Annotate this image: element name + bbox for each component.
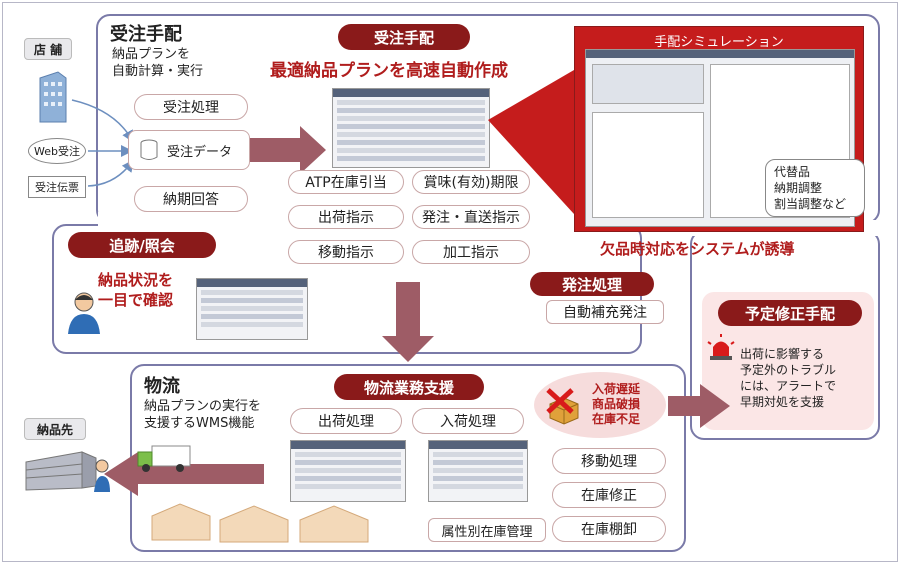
operator-icon	[68, 292, 100, 334]
move-op-pill: 移動処理	[552, 448, 666, 474]
revision-header: 予定修正手配	[718, 300, 862, 326]
alert-line: 在庫不足	[592, 412, 641, 426]
order-screen-thumbnail	[332, 88, 490, 168]
function-atp: ATP在庫引当	[288, 170, 404, 194]
simulation-callout: 代替品 納期調整 割当調整など	[765, 159, 865, 217]
callout-line: 納期調整	[774, 181, 823, 195]
revision-text: 出荷に影響する 予定外のトラブル には、アラートで 早期対処を支援	[740, 346, 836, 410]
tracking-line: 一目で確認	[98, 291, 174, 309]
order-title: 受注手配	[110, 24, 182, 45]
alert-text: 入荷遅延 商品破損 在庫不足	[592, 382, 640, 427]
order-desc-line: 納品プランを	[112, 47, 191, 62]
function-expiry: 賞味(有効)期限	[412, 170, 530, 194]
logistics-desc-line: 支援するWMS機能	[144, 416, 255, 431]
order-headline: 最適納品プランを高速自動作成	[270, 61, 508, 81]
order-data-label: 受注データ	[167, 144, 233, 160]
store-tag: 店 舗	[24, 38, 72, 60]
stocktake-pill: 在庫棚卸	[552, 516, 666, 542]
revision-line: には、アラートで	[740, 379, 837, 393]
inventory-adjust-pill: 在庫修正	[552, 482, 666, 508]
purchase-header: 発注処理	[530, 272, 654, 296]
shipping-screen-thumbnail	[290, 440, 406, 502]
alert-line: 商品破損	[592, 397, 641, 411]
tracking-header: 追跡/照会	[68, 232, 216, 258]
receiving-pill: 入荷処理	[412, 408, 524, 434]
delivery-reply-pill: 納期回答	[134, 186, 248, 212]
simulation-screen	[585, 49, 855, 227]
auto-replenish-pill: 自動補充発注	[546, 300, 664, 324]
simulation-caption: 欠品時対応をシステムが誘導	[600, 240, 795, 258]
simulation-window: 手配シミュレーション 代替品 納期調整 割当調整など	[574, 26, 865, 232]
destination-building-icon	[25, 451, 110, 492]
destination-tag: 納品先	[24, 418, 86, 440]
logistics-header: 物流業務支援	[334, 374, 484, 400]
tracking-headline: 納品状況を 一目で確認	[98, 270, 173, 310]
tracking-line: 納品状況を	[98, 271, 174, 289]
callout-line: 代替品	[774, 165, 811, 179]
alert-line: 入荷遅延	[592, 382, 641, 396]
order-description: 納品プランを 自動計算・実行	[112, 46, 203, 80]
logistics-desc-line: 納品プランの実行を	[144, 399, 262, 414]
attribute-inventory-pill: 属性別在庫管理	[428, 518, 546, 542]
logistics-description: 納品プランの実行を 支援するWMS機能	[144, 398, 261, 432]
simulation-title: 手配シミュレーション	[654, 35, 784, 50]
database-icon	[140, 139, 158, 160]
function-processing: 加工指示	[412, 240, 530, 264]
building-icon	[39, 71, 67, 123]
shipping-pill: 出荷処理	[290, 408, 402, 434]
warehouse-icons	[151, 503, 369, 543]
order-slip: 受注伝票	[28, 176, 86, 198]
order-header: 受注手配	[338, 24, 470, 50]
truck-icon	[137, 445, 191, 472]
logistics-title: 物流	[144, 376, 180, 397]
function-shipping-instruction: 出荷指示	[288, 205, 404, 229]
function-order-direct: 発注・直送指示	[412, 205, 530, 229]
tracking-screen-thumbnail	[196, 278, 308, 340]
order-processing-pill: 受注処理	[134, 94, 248, 120]
function-move: 移動指示	[288, 240, 404, 264]
receiving-screen-thumbnail	[428, 440, 528, 502]
revision-line: 早期対処を支援	[740, 395, 825, 409]
alert-siren-icon	[707, 334, 735, 360]
revision-line: 予定外のトラブル	[740, 363, 837, 377]
web-order-label: Web受注	[34, 145, 80, 158]
damaged-box-icon	[546, 388, 579, 425]
order-desc-line: 自動計算・実行	[112, 64, 204, 79]
order-data-box: 受注データ	[128, 130, 250, 170]
callout-line: 割当調整など	[774, 197, 847, 211]
web-order-bubble: Web受注	[28, 138, 86, 164]
revision-line: 出荷に影響する	[740, 347, 825, 361]
order-slip-label: 受注伝票	[35, 181, 79, 194]
